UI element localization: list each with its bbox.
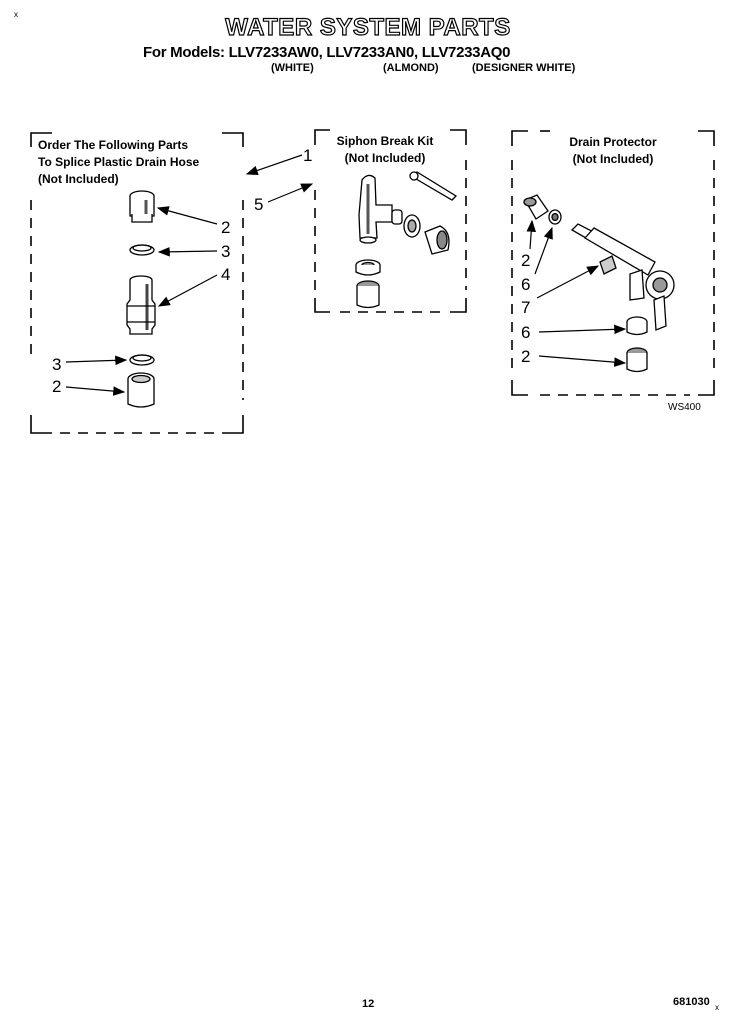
doc-code-mark: x xyxy=(715,1003,719,1012)
protector-ring-bottom xyxy=(626,316,648,336)
color-designer-white: (DESIGNER WHITE) xyxy=(472,62,576,74)
hose-splice-tube xyxy=(126,275,156,335)
siphon-tee xyxy=(358,174,393,244)
drain-protector-body xyxy=(570,223,675,331)
clamp-ring-bottom xyxy=(129,354,155,366)
page-title: WATER SYSTEM PARTS xyxy=(225,13,511,41)
hose-connector-bottom xyxy=(127,372,155,408)
drain-protector-heading: Drain Protector (Not Included) xyxy=(540,134,686,168)
siphon-box-frame xyxy=(314,129,467,313)
callout-2: 2 xyxy=(52,377,62,396)
drain-protector-line-1: Drain Protector xyxy=(569,135,657,149)
siphon-nut-left xyxy=(391,209,403,225)
callout-3: 3 xyxy=(52,355,62,374)
drain-hose-line-1: Order The Following Parts xyxy=(38,138,189,152)
callout-3: 3 xyxy=(221,242,231,261)
siphon-line-2: (Not Included) xyxy=(344,151,426,165)
callout-2: 2 xyxy=(521,251,531,270)
callout-1: 1 xyxy=(303,146,313,165)
siphon-connector xyxy=(356,280,380,309)
callout-leaders xyxy=(65,154,627,396)
callout-2: 2 xyxy=(221,218,231,237)
drain-hose-heading: Order The Following Parts To Splice Plas… xyxy=(38,137,199,188)
callout-2: 2 xyxy=(521,347,531,366)
corner-mark: x xyxy=(14,10,18,19)
siphon-heading: Siphon Break Kit (Not Included) xyxy=(320,133,450,167)
siphon-line-1: Siphon Break Kit xyxy=(336,134,434,148)
callout-5: 5 xyxy=(254,195,264,214)
callout-4: 4 xyxy=(221,265,231,284)
siphon-nut-mid xyxy=(403,214,421,238)
color-white: (WHITE) xyxy=(271,62,314,74)
callout-6: 6 xyxy=(521,323,531,342)
color-almond: (ALMOND) xyxy=(383,62,439,74)
siphon-adapter xyxy=(424,225,450,255)
protector-ring-top xyxy=(548,209,562,225)
callout-7: 7 xyxy=(521,298,531,317)
callout-6: 6 xyxy=(521,275,531,294)
models-line: For Models: LLV7233AW0, LLV7233AN0, LLV7… xyxy=(143,44,511,61)
hose-connector-top xyxy=(129,190,155,223)
page-number: 12 xyxy=(362,998,375,1010)
drain-hose-box-frame xyxy=(30,132,244,434)
drain-protector-box-frame xyxy=(511,130,715,396)
siphon-clamp xyxy=(355,259,381,276)
drain-hose-line-3: (Not Included) xyxy=(38,172,119,186)
siphon-pin xyxy=(409,171,458,201)
drain-protector-line-2: (Not Included) xyxy=(572,152,654,166)
doc-code: 681030 xyxy=(673,996,710,1008)
figure-code: WS400 xyxy=(668,402,701,413)
protector-connector xyxy=(523,194,549,220)
clamp-ring-top xyxy=(129,244,155,256)
drain-hose-line-2: To Splice Plastic Drain Hose xyxy=(38,155,200,169)
protector-connector-bottom xyxy=(626,347,648,373)
